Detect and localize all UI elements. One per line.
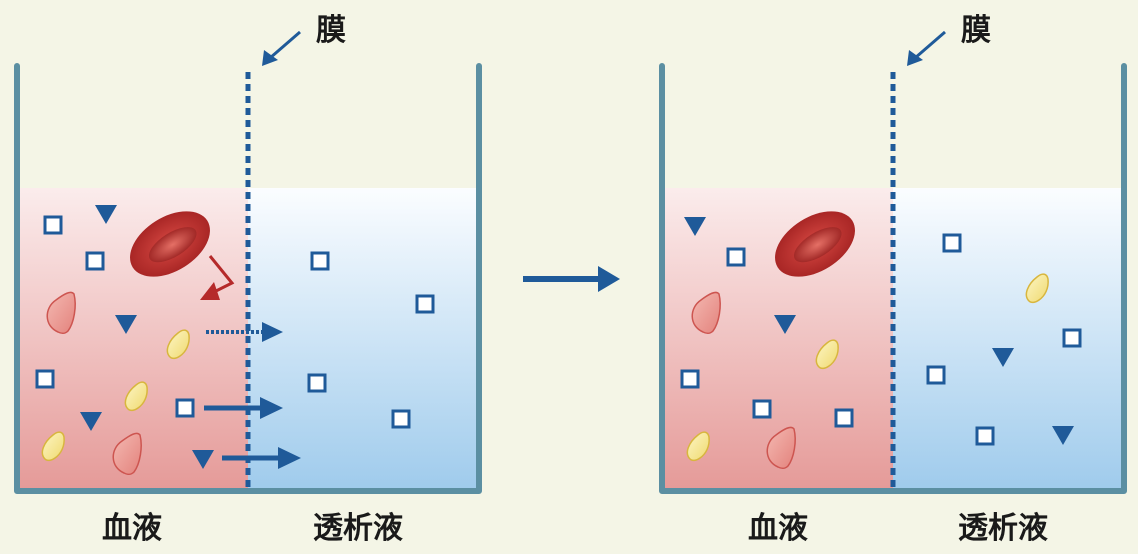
diffusion-arrow-icon [204,322,301,469]
dialysate-label: 透析液 [313,511,403,546]
red-blood-cell-icon [130,211,210,277]
red-blood-cell-icon [775,211,855,277]
solute-triangle-icon [684,217,1074,445]
dialysate-compartment [248,188,479,490]
white-blood-cell-icon [46,291,142,476]
small-solute-square-icon [35,215,435,429]
process-arrow-icon [523,266,620,292]
membrane-label: 膜 [316,13,346,48]
blood-label: 血液 [102,511,162,546]
blocked-arrow-icon [200,255,235,300]
small-solute-square-icon [680,233,1082,446]
white-blood-cell-icon [691,291,796,470]
blood-label: 血液 [748,511,808,546]
platelet-icon [41,329,190,462]
dialysate-label: 透析液 [958,511,1048,546]
platelet-icon [686,273,1049,462]
dialysate-compartment [893,188,1124,490]
membrane-pointer-arrow-icon [262,30,301,66]
solute-triangle-icon [80,205,214,469]
panel-before: 膜 血液 透析液 [14,13,482,546]
membrane-label: 膜 [961,13,991,48]
container-wall [659,63,1127,494]
container-wall [14,63,482,494]
membrane-pointer-arrow-icon [907,30,946,66]
panel-after: 膜 血液 透析液 [659,13,1127,546]
